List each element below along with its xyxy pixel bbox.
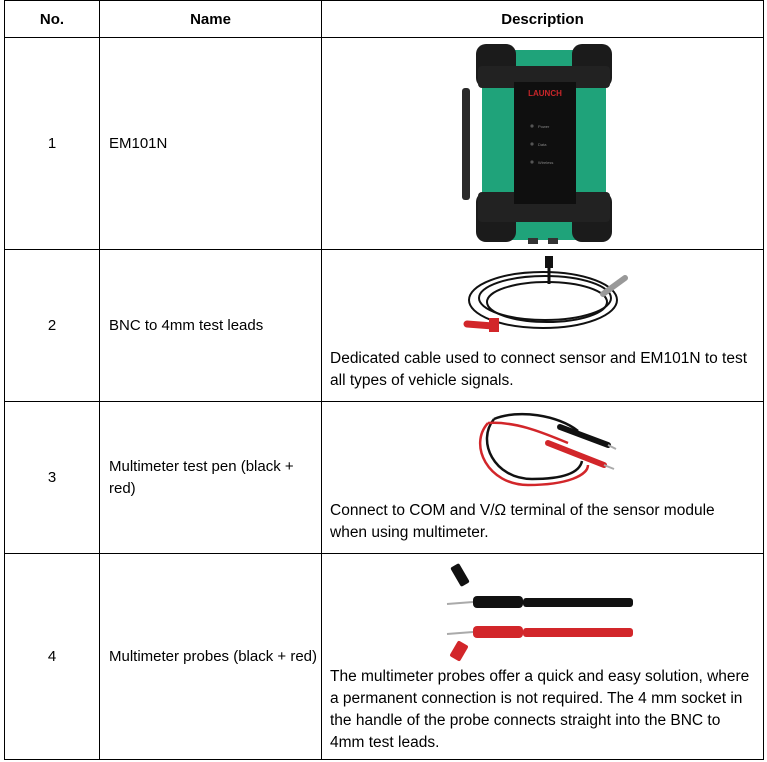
- svg-text:Power: Power: [538, 124, 550, 129]
- row-description: The multimeter probes offer a quick and …: [321, 553, 764, 760]
- row-description-text: The multimeter probes offer a quick and …: [330, 668, 750, 751]
- svg-text:Wireless: Wireless: [538, 160, 553, 165]
- multimeter-test-pen-image: [330, 402, 755, 500]
- row-number: 2: [4, 249, 100, 402]
- table-row: 2 BNC to 4mm test leads Dedicated cable …: [4, 249, 764, 402]
- row-description: LAUNCH Power Data Wireless: [321, 37, 764, 250]
- header-no: No.: [4, 0, 100, 38]
- header-name: Name: [99, 0, 322, 38]
- row-description-text: Dedicated cable used to connect sensor a…: [330, 350, 748, 389]
- launch-logo-text: LAUNCH: [528, 89, 562, 98]
- row-description-text: Connect to COM and V/Ω terminal of the s…: [330, 502, 715, 541]
- table-row: 3 Multimeter test pen (black + red) Conn…: [4, 401, 764, 554]
- row-description: Connect to COM and V/Ω terminal of the s…: [321, 401, 764, 554]
- multimeter-probes-image: [330, 554, 755, 666]
- bnc-test-leads-image: [330, 250, 755, 348]
- row-name: Multimeter probes (black + red): [99, 553, 322, 760]
- table-header-row: No. Name Description: [4, 0, 764, 38]
- row-name: BNC to 4mm test leads: [99, 249, 322, 402]
- header-description: Description: [321, 0, 764, 38]
- row-number: 1: [4, 37, 100, 250]
- svg-text:Data: Data: [538, 142, 547, 147]
- row-number: 4: [4, 553, 100, 760]
- table-row: 4 Multimeter probes (black + red) The mu…: [4, 553, 764, 760]
- accessories-table: No. Name Description 1 EM101N LAUNCH: [4, 0, 764, 760]
- row-name: Multimeter test pen (black + red): [99, 401, 322, 554]
- table-row: 1 EM101N LAUNCH Power: [4, 37, 764, 250]
- row-name: EM101N: [99, 37, 322, 250]
- row-description: Dedicated cable used to connect sensor a…: [321, 249, 764, 402]
- row-number: 3: [4, 401, 100, 554]
- em101n-device-image: LAUNCH Power Data Wireless: [330, 42, 755, 246]
